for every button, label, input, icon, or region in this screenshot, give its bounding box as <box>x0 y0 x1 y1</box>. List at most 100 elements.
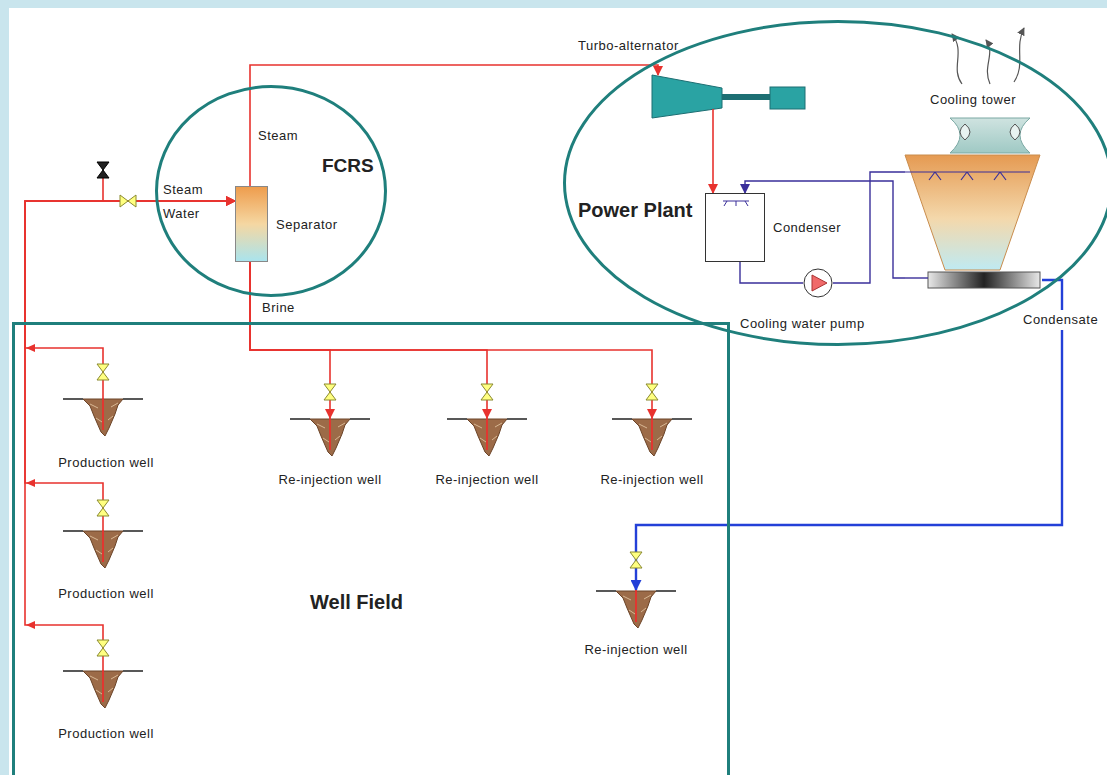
reinjection-well: Re-injection well <box>597 415 706 491</box>
production-well: Production well <box>55 667 157 745</box>
pipe-connector <box>712 118 714 193</box>
valve-symbol <box>97 364 109 380</box>
well-crater <box>83 671 123 708</box>
node-label: Condenser <box>773 220 841 236</box>
vessel-body <box>236 187 268 262</box>
spray-bar <box>723 201 749 206</box>
node-label: FCRS <box>322 155 374 178</box>
pump-casing <box>804 269 832 297</box>
reinjection-well: Re-injection well <box>432 415 541 491</box>
production-well-shape <box>63 530 143 572</box>
separator-vessel: Separator <box>232 183 341 265</box>
cooling-tower-shape <box>905 118 1042 290</box>
flow-label: Steam <box>258 128 298 144</box>
production-well-shape <box>63 670 143 712</box>
node-label: Power Plant <box>578 198 692 222</box>
node-label: Production well <box>58 726 154 742</box>
pipe-connector <box>25 201 235 398</box>
region-outline <box>565 22 1107 345</box>
cold-water-basin <box>928 272 1040 288</box>
pipe-connector <box>250 262 487 418</box>
node-label: Production well <box>58 455 154 471</box>
well-crater <box>467 419 507 456</box>
flow-label: Steam Water <box>163 178 215 226</box>
node-label: Re-injection well <box>435 472 538 488</box>
well-pipe <box>102 670 104 702</box>
relief-valve <box>97 162 109 178</box>
well-crater <box>616 591 656 628</box>
condenser-box: Condenser <box>702 190 844 265</box>
tower-body <box>905 155 1040 270</box>
node-label: Well Field <box>310 590 403 614</box>
node-label: Turbo-alternator <box>578 38 679 54</box>
production-well: Production well <box>55 527 157 605</box>
pipe-connector <box>745 181 905 278</box>
valve-symbol <box>97 640 109 656</box>
condenser-box-shape <box>705 193 765 262</box>
well-crater <box>632 419 672 456</box>
valve-symbol <box>481 384 493 400</box>
rock-texture <box>474 423 502 442</box>
cooling-tower: Cooling tower <box>902 89 1045 293</box>
pipe-connector <box>25 201 235 670</box>
well-pipe <box>635 590 637 622</box>
valve-symbol <box>646 384 658 400</box>
exhaust-pipe <box>712 109 714 118</box>
well-pipe <box>102 530 104 562</box>
production-well-shape <box>63 398 143 440</box>
condenser-shell <box>706 194 765 262</box>
fan-blades <box>960 124 1020 140</box>
node-label: Re-injection well <box>600 472 703 488</box>
vapour-plume <box>952 34 962 84</box>
pipe-connector <box>250 262 652 418</box>
rock-texture <box>90 403 118 422</box>
well-crater <box>310 419 350 456</box>
well-crater <box>83 531 123 568</box>
well-pipe <box>329 418 331 450</box>
rock-texture <box>90 535 118 554</box>
node-label: Production well <box>58 586 154 602</box>
reinjection-well: Re-injection well <box>581 587 690 661</box>
valve-symbol <box>630 552 642 568</box>
reinjection-well-shape <box>596 590 676 632</box>
well-pipe <box>486 418 488 450</box>
pump-impeller <box>812 275 827 291</box>
node-label: Re-injection well <box>584 642 687 658</box>
tower-stack <box>950 118 1030 153</box>
well-pipe <box>102 398 104 430</box>
region-outline <box>14 324 729 775</box>
reinjection-well-shape <box>290 418 370 460</box>
flow-arrow <box>26 621 35 629</box>
pipe-connector <box>833 172 905 283</box>
reinjection-well: Re-injection well <box>275 415 384 491</box>
pipe-connector <box>25 201 235 530</box>
rock-texture <box>90 675 118 694</box>
shaft <box>722 94 770 100</box>
well-field-region-shape <box>12 322 730 775</box>
relief-pipe <box>102 178 104 201</box>
reinjection-well-shape <box>447 418 527 460</box>
pipe-connector <box>740 262 803 283</box>
valve-symbol <box>120 195 136 207</box>
rock-texture <box>623 595 651 614</box>
turbine-body <box>652 75 722 118</box>
flow-arrow <box>26 344 35 352</box>
valve-symbol <box>324 384 336 400</box>
turbo-alternator: Turbo-alternator <box>575 35 809 121</box>
well-pipe <box>651 418 653 450</box>
flow-arrow <box>26 479 35 487</box>
node-label: Cooling water pump <box>740 316 865 332</box>
well-crater <box>83 399 123 436</box>
turbo-alternator-shape <box>650 75 806 118</box>
flow-label: Condensate <box>1020 310 1101 330</box>
return-pipe <box>905 277 928 278</box>
pipe-connector <box>636 280 1062 590</box>
page-ground <box>9 8 1107 775</box>
flow-label: Brine <box>262 300 295 316</box>
pump-symbol-shape <box>803 268 833 298</box>
pipe-connector <box>250 65 658 186</box>
rock-texture <box>317 423 345 442</box>
power-plant-region: Power PlantTurbo-alternatorCondenserCool… <box>563 20 1107 346</box>
pump-symbol: Cooling water pump <box>737 265 868 335</box>
